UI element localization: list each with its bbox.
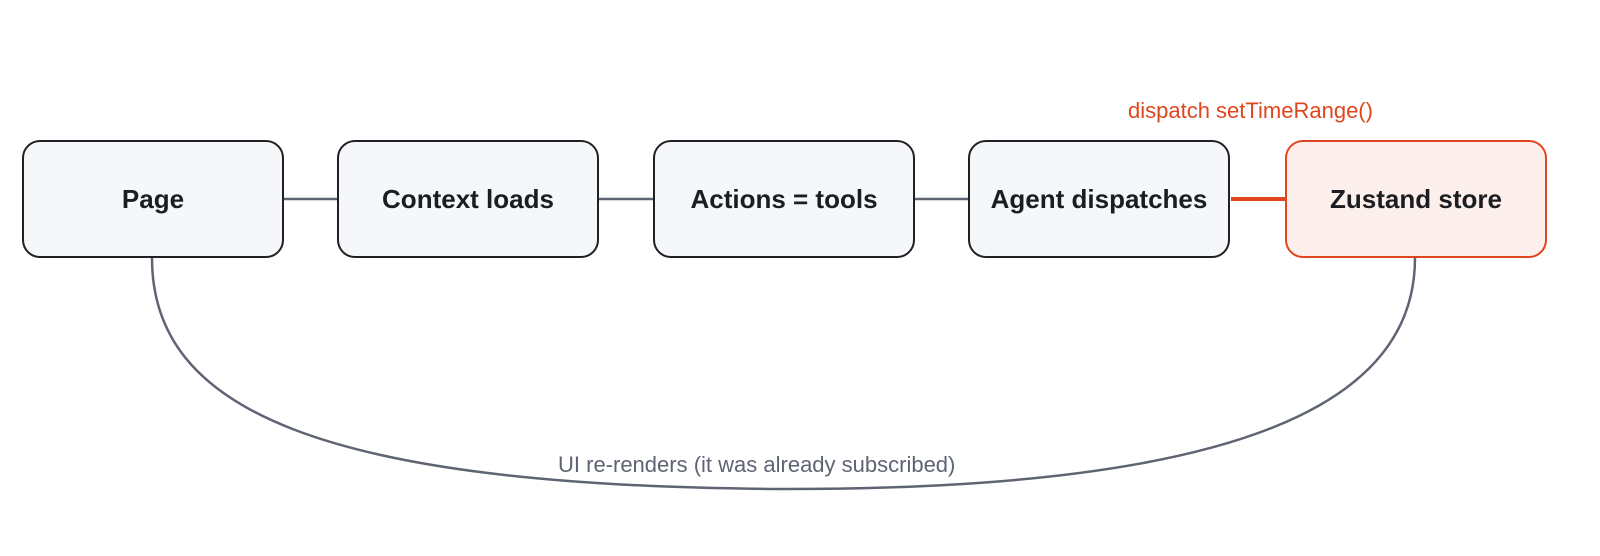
node-label: Page	[121, 183, 185, 214]
node-agent-dispatches: Agent dispatches	[968, 140, 1230, 258]
node-label: Agent dispatches	[990, 183, 1208, 214]
edge-store-to-page	[150, 257, 1417, 491]
node-zustand-store: Zustand store	[1285, 140, 1547, 258]
edge-label-rerender: UI re-renders (it was already subscribed…	[558, 452, 956, 477]
node-actions-tools: Actions = tools	[653, 140, 915, 258]
node-label: Actions = tools	[690, 183, 878, 214]
node-context-loads: Context loads	[337, 140, 599, 258]
edge-label-dispatch: dispatch setTimeRange()	[1128, 98, 1373, 123]
node-page: Page	[22, 140, 284, 258]
node-label: Context loads	[382, 183, 554, 214]
node-label: Zustand store	[1330, 183, 1502, 214]
